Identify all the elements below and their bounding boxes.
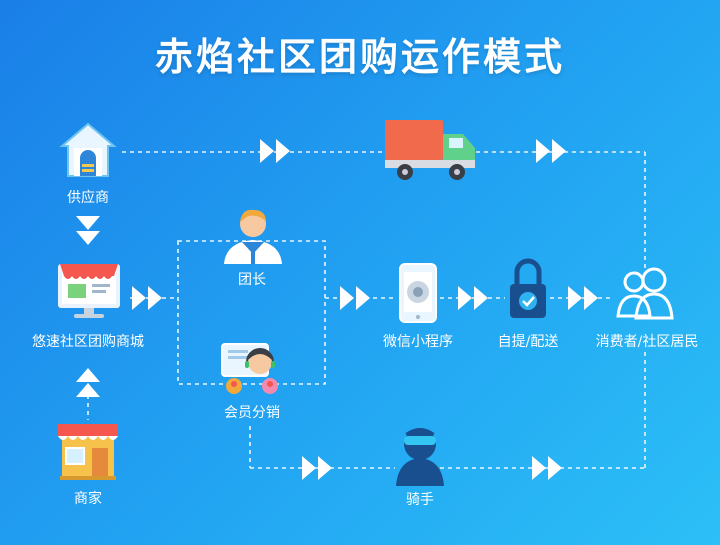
leader-label: 团长 (238, 272, 266, 288)
rider-courier-icon (396, 428, 444, 486)
pickup-lock-icon (510, 258, 546, 318)
double-arrow-right-icon (132, 286, 162, 310)
distribution-label: 会员分销 (224, 405, 280, 421)
mini-program-phone-icon (399, 263, 437, 323)
double-arrow-right-icon (532, 456, 562, 480)
diagram-title: 赤焰社区团购运作模式 (154, 35, 565, 79)
consumer-group-icon (616, 267, 674, 320)
double-arrow-right-icon (302, 456, 332, 480)
supplier-label: 供应商 (67, 190, 109, 206)
supplier-house-icon (59, 122, 117, 177)
mall-label: 悠速社区团购商城 (32, 334, 144, 350)
member-distribution-icon (221, 343, 278, 394)
merchant-shop-icon (58, 424, 118, 480)
double-arrow-down-icon (76, 216, 100, 245)
double-arrow-right-icon (340, 286, 370, 310)
mini-program-label: 微信小程序 (383, 334, 453, 350)
double-arrow-right-icon (568, 286, 598, 310)
mall-monitor-icon (58, 264, 120, 318)
double-arrow-up-icon (76, 368, 100, 397)
consumer-label: 消费者/社区居民 (595, 334, 699, 350)
leader-avatar-icon (224, 209, 282, 264)
double-arrow-right-icon (260, 139, 290, 163)
truck-icon (385, 120, 475, 180)
double-arrow-right-icon (536, 139, 566, 163)
merchant-label: 商家 (74, 491, 102, 507)
rider-label: 骑手 (406, 492, 434, 508)
pickup-label: 自提/配送 (497, 334, 559, 350)
double-arrow-right-icon (458, 286, 488, 310)
